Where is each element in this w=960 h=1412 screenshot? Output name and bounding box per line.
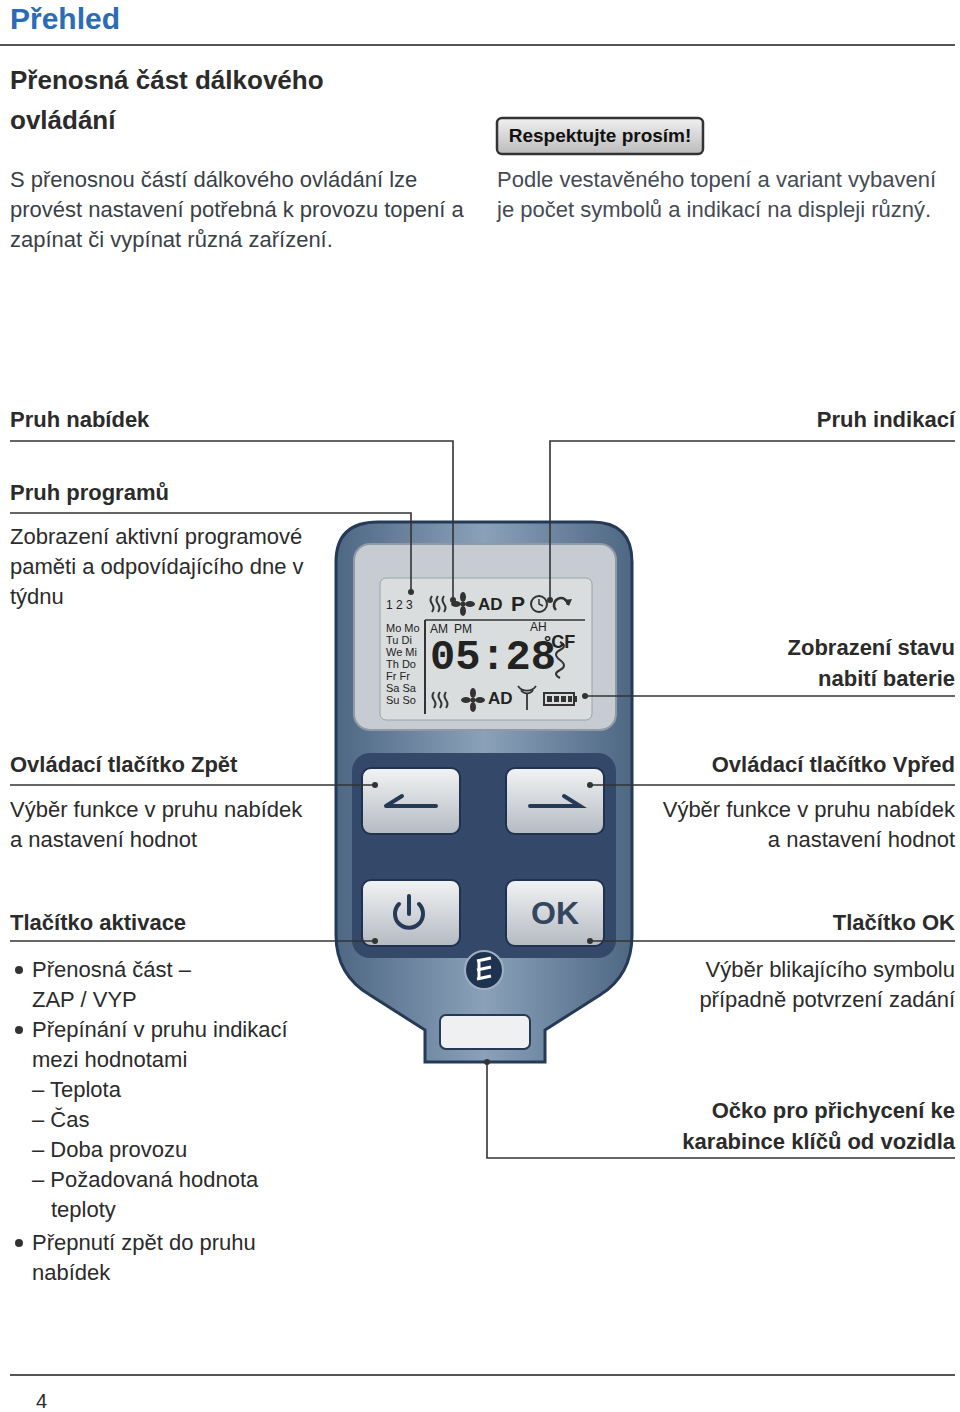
ok-button: OK <box>506 880 604 946</box>
lcd <box>380 578 592 720</box>
heater-symbol <box>431 596 446 612</box>
intro-text: S přenosnou částí dálkového ovládání lze… <box>10 165 475 255</box>
lcd-text: 05:28 <box>430 634 556 682</box>
callout-label: Tlačítko aktivace <box>10 908 310 937</box>
lcd-text: P <box>511 592 525 616</box>
logo <box>465 951 503 989</box>
fan-symbol <box>451 592 475 616</box>
lcd-text: 1 2 3 <box>386 598 413 612</box>
page-title: Přehled <box>10 2 120 36</box>
leader-line <box>10 441 955 1158</box>
node-label: OK <box>531 895 579 932</box>
forward-button <box>506 768 604 834</box>
callout-text: Zobrazení aktivní programové paměti a od… <box>10 522 340 612</box>
fan-symbol <box>461 688 485 712</box>
callout-text: Výběr funkce v pruhu nabídek a nastavení… <box>655 795 955 855</box>
callout-label: Zobrazení stavu nabití baterie <box>725 632 955 694</box>
sub-item: – Čas <box>32 1105 312 1135</box>
rule <box>0 44 955 46</box>
callout-text: Výběr blikajícího symbolu případně potvr… <box>665 955 955 1015</box>
ok-button-face <box>506 880 604 946</box>
callout-label: Pruh programů <box>10 478 310 507</box>
notice-badge: Respektujte prosím! <box>497 118 703 154</box>
section-heading: Přenosná část dálkového ovládání <box>10 60 410 140</box>
lcd-text: PM <box>454 622 472 636</box>
remote-body <box>336 522 632 1062</box>
lcd-text: Mo Mo Tu Di We Mi Th Do Fr Fr Sa Sa Su S… <box>386 622 422 706</box>
callout-label: Očko pro přichycení ke karabince klíčů o… <box>615 1095 955 1157</box>
button-panel <box>352 753 616 958</box>
sub-item: – Doba provozu <box>32 1135 312 1165</box>
note-text: Podle vestavěného topení a variant vybav… <box>497 165 942 225</box>
node-label: Respektujte prosím! <box>509 125 692 147</box>
battery-symbol <box>544 693 577 705</box>
callout-label: Ovládací tlačítko Vpřed <box>615 750 955 779</box>
bullet-item: Přenosná část – ZAP / VYP <box>32 955 222 1015</box>
lcd-text: °CF <box>544 632 575 653</box>
callout-text: Výběr funkce v pruhu nabídek a nastavení… <box>10 795 310 855</box>
badge-ground <box>497 118 703 154</box>
callout-label: Tlačítko OK <box>655 908 955 937</box>
callout-label: Ovládací tlačítko Zpět <box>10 750 350 779</box>
bullet-item: Přepnutí zpět do pruhu nabídek <box>32 1228 302 1288</box>
key-ring-eyelet <box>440 1015 530 1049</box>
heater-symbol <box>433 692 448 708</box>
back-button <box>362 768 460 834</box>
rule <box>10 1374 955 1376</box>
page-number: 4 <box>36 1388 66 1412</box>
lcd-display: 1 2 3 Mo Mo Tu Di We Mi Th Do Fr Fr Sa Sa… <box>380 578 592 720</box>
lcd-text: AD <box>478 595 503 615</box>
bullet <box>15 966 23 1247</box>
display-frame <box>354 544 616 730</box>
lcd-divider <box>424 620 426 714</box>
callout-label: Pruh indikací <box>655 405 955 434</box>
lcd-divider <box>425 619 585 621</box>
callout-label: Pruh nabídek <box>10 405 310 434</box>
sub-item: – Požadovaná hodnota teploty <box>32 1165 297 1225</box>
bullet-item: Přepínání v pruhu indikací mezi hodnotam… <box>32 1015 332 1075</box>
leader-dot <box>372 589 593 1065</box>
lcd-text: AD <box>488 689 513 709</box>
sub-item: – Teplota <box>32 1075 312 1105</box>
clock-symbol <box>531 596 547 612</box>
antenna-symbol <box>518 686 536 710</box>
lcd-text: AM <box>430 622 448 636</box>
power-button <box>362 880 460 946</box>
lcd-text: AH <box>530 620 547 634</box>
